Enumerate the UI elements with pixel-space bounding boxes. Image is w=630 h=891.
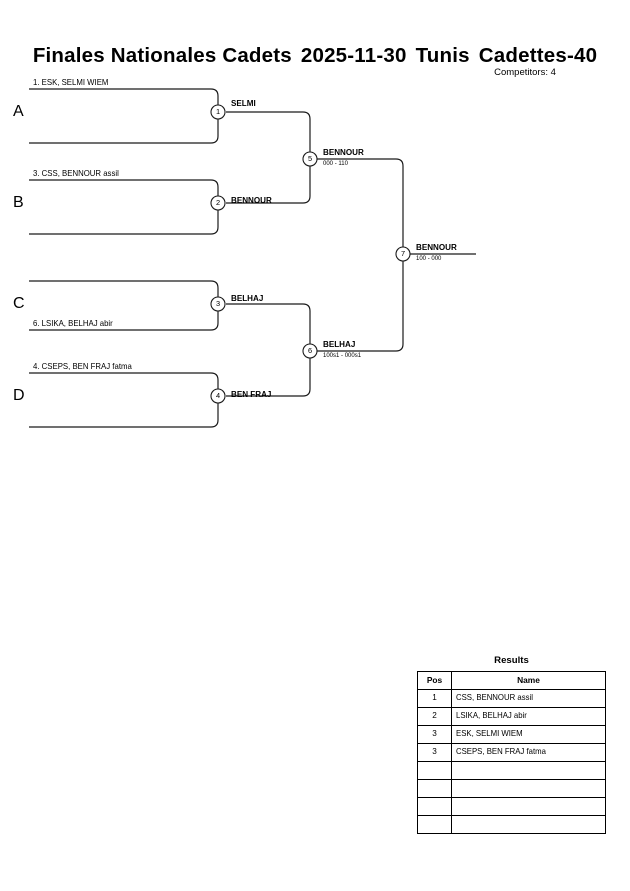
results-row-name: LSIKA, BELHAJ abir (451, 707, 606, 726)
results-row-pos: 3 (417, 725, 452, 744)
bout-number-4: 4 (215, 391, 221, 400)
results-row-name (451, 797, 606, 816)
seed-name-c: 6. LSIKA, BELHAJ abir (33, 318, 113, 328)
results-row-pos: 1 (417, 689, 452, 708)
group-letter-a: A (13, 103, 24, 120)
results-row-name (451, 761, 606, 780)
results-row-name: CSEPS, BEN FRAJ fatma (451, 743, 606, 762)
results-col-name: Name (451, 671, 606, 690)
bout-score-6: 100s1 - 000s1 (323, 352, 362, 359)
bout-number-5: 5 (307, 154, 313, 163)
bout-winner-5: BENNOUR (323, 147, 364, 157)
bout-winner-7: BENNOUR (416, 242, 457, 252)
results-row-name: CSS, BENNOUR assil (451, 689, 606, 708)
results-row-pos (417, 797, 452, 816)
bracket-line-a-top (29, 88, 219, 105)
group-letter-b: B (13, 194, 24, 211)
bout-winner-1: SELMI (231, 98, 256, 108)
group-letter-c: C (13, 295, 25, 312)
results-col-pos: Pos (417, 671, 452, 690)
bout-circle-2 (210, 195, 226, 211)
bracket-line-d-top (29, 372, 219, 389)
bout-circle-6 (302, 343, 318, 359)
bout-circle-7 (395, 246, 411, 262)
bracket-line-sf5-bottom (302, 166, 311, 204)
bout-number-1: 1 (215, 107, 221, 116)
bracket-line-c-top (29, 280, 219, 297)
bout-circle-1 (210, 104, 226, 120)
bracket-line-b-bottom (29, 210, 219, 235)
results-title: Results (494, 655, 529, 666)
group-letter-d: D (13, 387, 25, 404)
bracket-line-a-bottom (29, 119, 219, 144)
title-date: 2025-11-30 (300, 44, 407, 67)
bracket-line-c-bottom (29, 311, 219, 331)
bout-winner-4: BEN FRAJ (231, 389, 272, 399)
results-row-name (451, 815, 606, 834)
results-row-pos (417, 779, 452, 798)
results-row (417, 797, 606, 816)
results-row-name (451, 779, 606, 798)
bracket-line-final-bottom (395, 261, 404, 352)
bout-number-2: 2 (215, 198, 221, 207)
bracket-line-sf6-bottom (302, 358, 311, 397)
results-row (417, 761, 606, 780)
seed-name-d: 4. CSEPS, BEN FRAJ fatma (33, 361, 132, 371)
bracket-line-sf5-top (302, 111, 311, 152)
page-title: Finales Nationales Cadets 2025-11-30 Tunis… (0, 44, 630, 68)
bout-winner-2: BENNOUR (231, 195, 272, 205)
bout-number-7: 7 (400, 249, 406, 258)
results-row-pos (417, 761, 452, 780)
title-category: Cadettes-40 (478, 44, 598, 67)
results-header-row: Pos Name (417, 671, 606, 690)
results-row (417, 779, 606, 798)
bout-circle-5 (302, 151, 318, 167)
bout-number-3: 3 (215, 299, 221, 308)
results-row-pos: 2 (417, 707, 452, 726)
bracket-line-d-bottom (29, 403, 219, 428)
bout-score-7: 100 - 000 (416, 255, 442, 262)
competitors-count: Competitors: 4 (494, 67, 556, 78)
bout-score-5: 000 - 110 (323, 160, 348, 167)
title-event: Finales Nationales Cadets (32, 44, 292, 67)
bracket-line-final-top (395, 158, 404, 247)
seed-name-a: 1. ESK, SELMI WIEM (33, 77, 109, 87)
results-row (417, 815, 606, 834)
bout-number-6: 6 (307, 346, 313, 355)
title-city: Tunis (415, 44, 470, 67)
results-row-pos (417, 815, 452, 834)
bracket-line-b-top (29, 179, 219, 196)
seed-name-b: 3. CSS, BENNOUR assil (33, 168, 119, 178)
bout-circle-4 (210, 388, 226, 404)
results-row-name: ESK, SELMI WIEM (451, 725, 606, 744)
results-row-pos: 3 (417, 743, 452, 762)
bracket-line-sf6-top (302, 303, 311, 344)
bout-winner-6: BELHAJ (323, 339, 356, 349)
bout-circle-3 (210, 296, 226, 312)
bout-winner-3: BELHAJ (231, 293, 264, 303)
